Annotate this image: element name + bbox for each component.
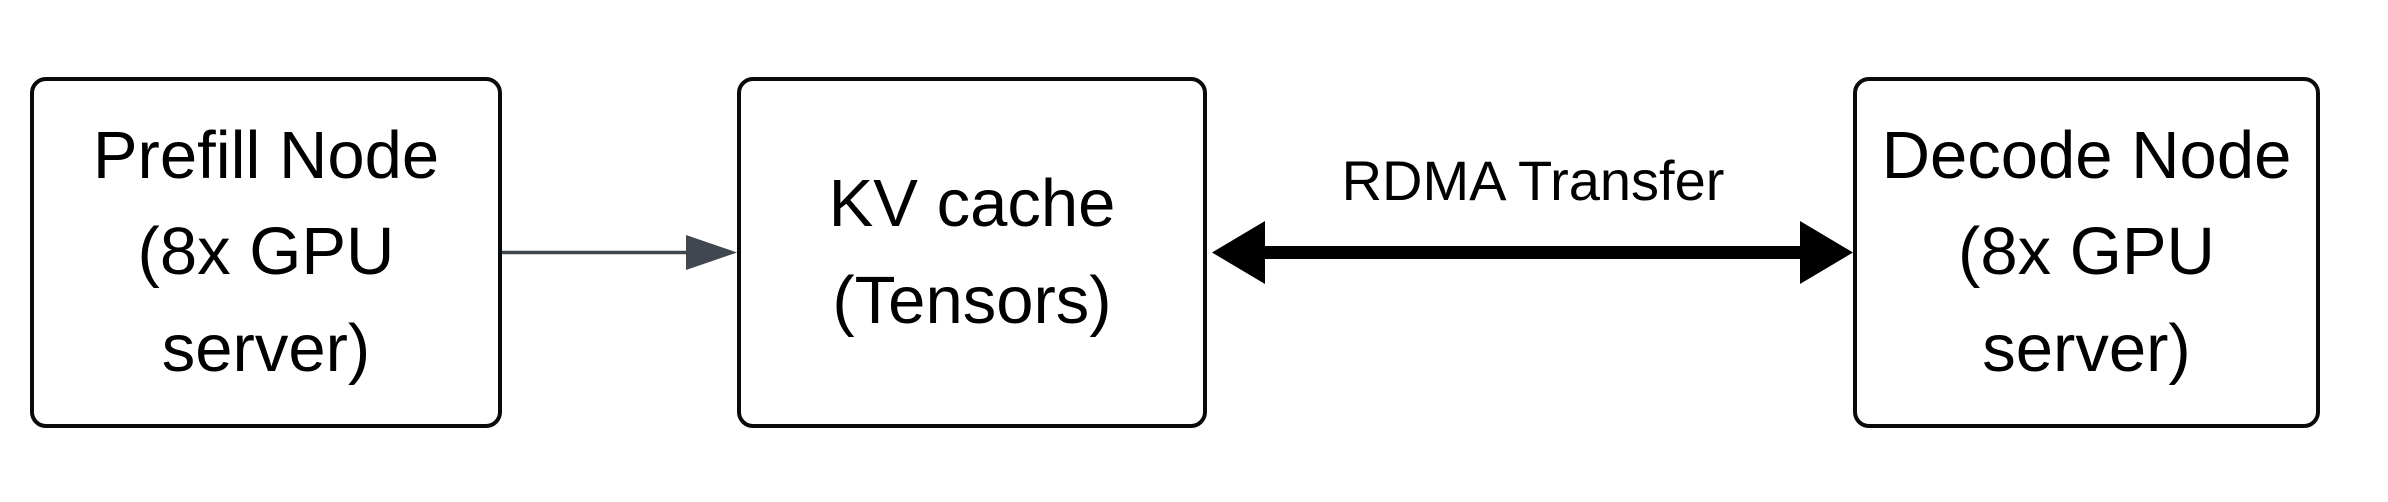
node-prefill-label: Prefill Node (8x GPU server) [92,117,440,386]
node-prefill: Prefill Node (8x GPU server) [30,77,502,428]
rdma-transfer-label: RDMA Transfer [1341,149,1725,212]
prefill-to-kvcache-arrow [502,235,737,270]
prefill-to-kvcache-arrowhead-icon [686,235,737,270]
node-kv-cache-label: KV cache (Tensors) [828,166,1116,338]
rdma-transfer-arrow [1212,221,1853,284]
rdma-transfer-left-arrowhead-icon [1212,221,1265,284]
node-kv-cache: KV cache (Tensors) [737,77,1207,428]
node-decode: Decode Node (8x GPU server) [1853,77,2320,428]
node-decode-label: Decode Node (8x GPU server) [1881,117,2292,386]
rdma-transfer-right-arrowhead-icon [1800,221,1853,284]
